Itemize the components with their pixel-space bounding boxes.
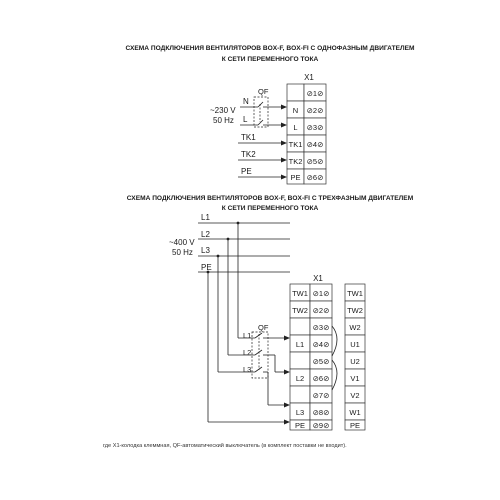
diagram1-block-label: X1 [304,73,314,82]
diagram-three-phase: СХЕМА ПОДКЛЮЧЕНИЯ ВЕНТИЛЯТОРОВ BOX-F, BO… [127,195,414,431]
diagram1-voltage: ~230 V [210,106,236,115]
d2-terminal-label: TW1 [292,289,308,298]
d1-input-label: PE [241,167,252,176]
d2-screw: ⊘8⊘ [313,408,330,417]
d2-terminal-label: PE [295,421,305,430]
diagram2-breaker-box [251,331,269,379]
diagram1-frequency: 50 Hz [213,116,234,125]
d2-line-label: L3 [201,246,210,255]
d2-line-label: L2 [201,230,210,239]
d1-screw: ⊘6⊘ [307,173,324,182]
d2-breaker-pin: L1 [243,331,251,340]
motor-terminal-label: TW2 [347,306,363,315]
d2-terminal-label: L1 [296,340,304,349]
motor-terminal-label: U1 [350,340,360,349]
d1-input-label: L [243,115,248,124]
diagram2-wires [198,221,290,425]
d1-screw: ⊘3⊘ [307,123,324,132]
diagram1-terminal-block: N L TK1 TK2 PE ⊘1⊘ ⊘2⊘ ⊘3⊘ ⊘4⊘ ⊘5⊘ ⊘6⊘ [286,83,327,185]
diagram-single-phase: СХЕМА ПОДКЛЮЧЕНИЯ ВЕНТИЛЯТОРОВ BOX-F, BO… [125,45,415,185]
jumper-bracket [331,325,338,357]
motor-terminal-label: U2 [350,357,360,366]
diagram1-breaker-box [253,96,269,128]
d1-terminal-label: TK2 [289,157,303,166]
d1-screw: ⊘1⊘ [307,89,324,98]
d2-screw: ⊘4⊘ [313,340,330,349]
d1-screw: ⊘2⊘ [307,106,324,115]
d2-screw: ⊘1⊘ [313,289,330,298]
motor-terminal-label: TW1 [347,289,363,298]
diagram2-block-label: X1 [313,274,323,283]
d2-line-label: L1 [201,213,210,222]
motor-terminal-label: W1 [349,408,360,417]
d1-input-label: N [243,97,249,106]
diagram2-title-line2: К СЕТИ ПЕРЕМЕННОГО ТОКА [222,205,319,212]
diagram1-breaker-label: QF [258,87,269,96]
diagram1-title-line2: К СЕТИ ПЕРЕМЕННОГО ТОКА [222,56,319,63]
d1-terminal-label: N [293,106,298,115]
diagram2-voltage: ~400 V [169,238,195,247]
d2-screw: ⊘2⊘ [313,306,330,315]
d2-screw: ⊘3⊘ [313,323,330,332]
diagram2-title-line1: СХЕМА ПОДКЛЮЧЕНИЯ ВЕНТИЛЯТОРОВ BOX-F, BO… [127,195,414,202]
d2-terminal-label: TW2 [292,306,308,315]
d1-terminal-label: TK1 [289,140,303,149]
d2-terminal-label: L2 [296,374,304,383]
d1-terminal-label: PE [290,173,300,182]
d2-screw: ⊘9⊘ [313,421,330,430]
d2-terminal-label: L3 [296,408,304,417]
diagram2-terminal-block: TW1 TW2 L1 L2 L3 PE ⊘1⊘ ⊘2⊘ ⊘3⊘ ⊘4⊘ ⊘5⊘ … [289,283,333,431]
motor-terminal-label: V1 [350,374,359,383]
jumper-bracket [331,359,338,391]
d2-breaker-pin: L3 [243,365,251,374]
diagram1-wires [238,101,287,180]
diagram1-title-line1: СХЕМА ПОДКЛЮЧЕНИЯ ВЕНТИЛЯТОРОВ BOX-F, BO… [125,45,415,52]
d1-screw: ⊘5⊘ [307,157,324,166]
d2-screw: ⊘5⊘ [313,357,330,366]
d1-screw: ⊘4⊘ [307,140,324,149]
motor-terminal-label: V2 [350,391,359,400]
d1-input-label: TK2 [241,150,256,159]
d1-input-label: TK1 [241,133,256,142]
footnote: где X1-колодка клеммная, QF-автоматическ… [103,442,347,449]
diagram2-frequency: 50 Hz [172,248,193,257]
diagram2-breaker-label: QF [258,323,269,332]
motor-terminal-column: TW1 TW2 W2 U1 U2 V1 V2 W1 PE [344,283,366,431]
d2-breaker-pin: L2 [243,348,251,357]
d1-terminal-label: L [293,123,297,132]
d2-line-label: PE [201,263,212,272]
motor-terminal-label: PE [350,421,360,430]
d2-screw: ⊘7⊘ [313,391,330,400]
d2-screw: ⊘6⊘ [313,374,330,383]
motor-terminal-label: W2 [349,323,360,332]
